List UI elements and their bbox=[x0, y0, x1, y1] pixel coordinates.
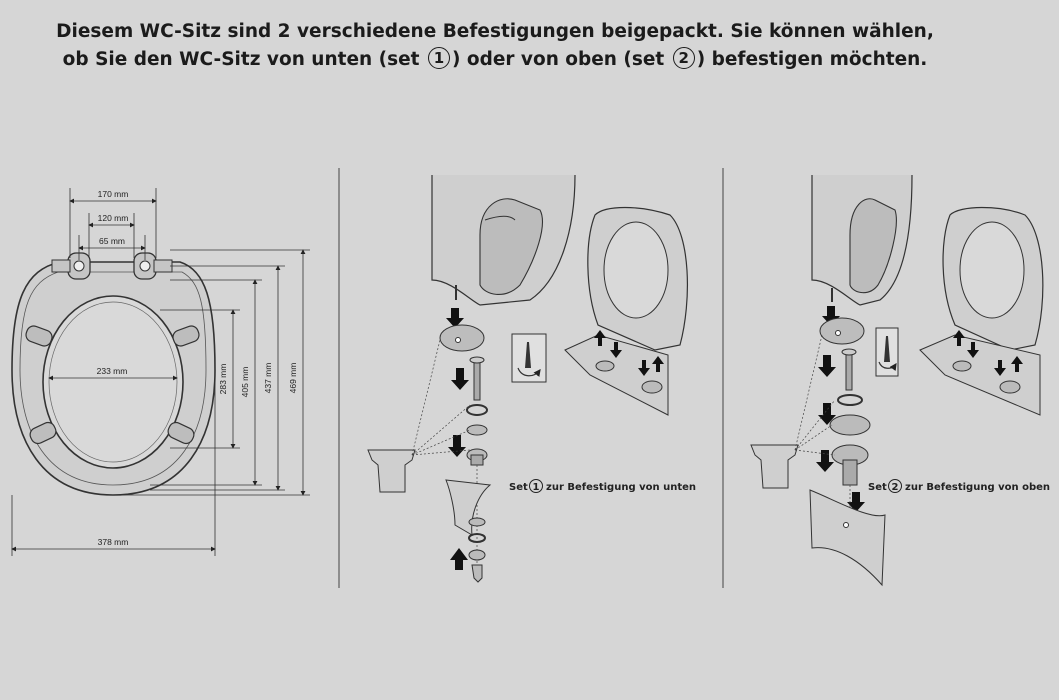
arrow-up-icon bbox=[953, 330, 965, 346]
arrow-up-icon bbox=[1011, 356, 1023, 372]
set2-assembly-diagram: Set 2 zur Befestigung von oben bbox=[750, 174, 1050, 587]
arrow-down-icon bbox=[816, 450, 834, 472]
arrow-down-icon bbox=[818, 355, 836, 377]
dim-233: 233 mm bbox=[97, 366, 128, 376]
dim-469: 469 mm bbox=[288, 363, 298, 394]
header-line2-part-b: ) oder von oben (set bbox=[451, 49, 665, 70]
arrow-down-icon bbox=[847, 492, 865, 512]
header-line2: ob Sie den WC-Sitz von unten (set 1) ode… bbox=[0, 46, 990, 74]
bumper-bottom-left bbox=[29, 421, 57, 445]
dim-437: 437 mm bbox=[263, 363, 273, 394]
arrow-down-icon bbox=[451, 368, 469, 390]
hinge-right bbox=[133, 252, 173, 280]
set1-caption-text: zur Befestigung von unten bbox=[546, 482, 696, 493]
dim-65: 65 mm bbox=[99, 236, 125, 246]
rubber-disc-2 bbox=[819, 317, 865, 345]
arrow-up-icon bbox=[450, 548, 468, 570]
bumper-top-left bbox=[25, 325, 53, 347]
dim-405: 405 mm bbox=[240, 367, 250, 398]
arrow-down-icon bbox=[994, 360, 1006, 376]
set2-caption-number: 2 bbox=[892, 482, 899, 493]
bumper-top-right bbox=[172, 325, 200, 347]
set1-assembly-diagram: Set 1 zur Befestigung von unten bbox=[367, 174, 696, 583]
seat-dimension-drawing: 170 mm 120 mm 65 mm 233 mm 378 mm 283 mm… bbox=[11, 188, 310, 556]
instruction-header: Diesem WC-Sitz sind 2 verschiedene Befes… bbox=[0, 18, 990, 74]
arrow-down-icon bbox=[818, 403, 836, 425]
arrow-up-icon bbox=[594, 330, 606, 346]
arrow-down-icon bbox=[638, 360, 650, 376]
dim-120: 120 mm bbox=[98, 213, 129, 223]
seat-opening bbox=[42, 295, 184, 469]
header-line2-part-c: ) befestigen möchten. bbox=[696, 49, 928, 70]
arrow-down-icon bbox=[446, 308, 464, 328]
arrow-up-icon bbox=[652, 356, 664, 372]
arrow-down-icon bbox=[610, 342, 622, 358]
dim-283: 283 mm bbox=[218, 364, 228, 395]
set1-circle-badge: 1 bbox=[427, 47, 450, 69]
arrow-down-icon bbox=[448, 435, 466, 457]
rubber-disc bbox=[439, 324, 485, 352]
set2-caption-label: Set bbox=[868, 482, 887, 493]
set1-caption-number: 1 bbox=[533, 482, 540, 493]
set1-caption-label: Set bbox=[509, 482, 528, 493]
header-line1: Diesem WC-Sitz sind 2 verschiedene Befes… bbox=[56, 21, 934, 42]
hinge-left bbox=[51, 252, 91, 280]
set2-caption-text: zur Befestigung von oben bbox=[905, 482, 1050, 493]
dim-378: 378 mm bbox=[98, 537, 129, 547]
arrow-down-icon bbox=[967, 342, 979, 358]
bumper-bottom-right bbox=[167, 421, 195, 445]
dim-170: 170 mm bbox=[98, 189, 129, 199]
set2-circle-badge: 2 bbox=[672, 47, 695, 69]
header-line2-part-a: ob Sie den WC-Sitz von unten (set bbox=[62, 49, 420, 70]
